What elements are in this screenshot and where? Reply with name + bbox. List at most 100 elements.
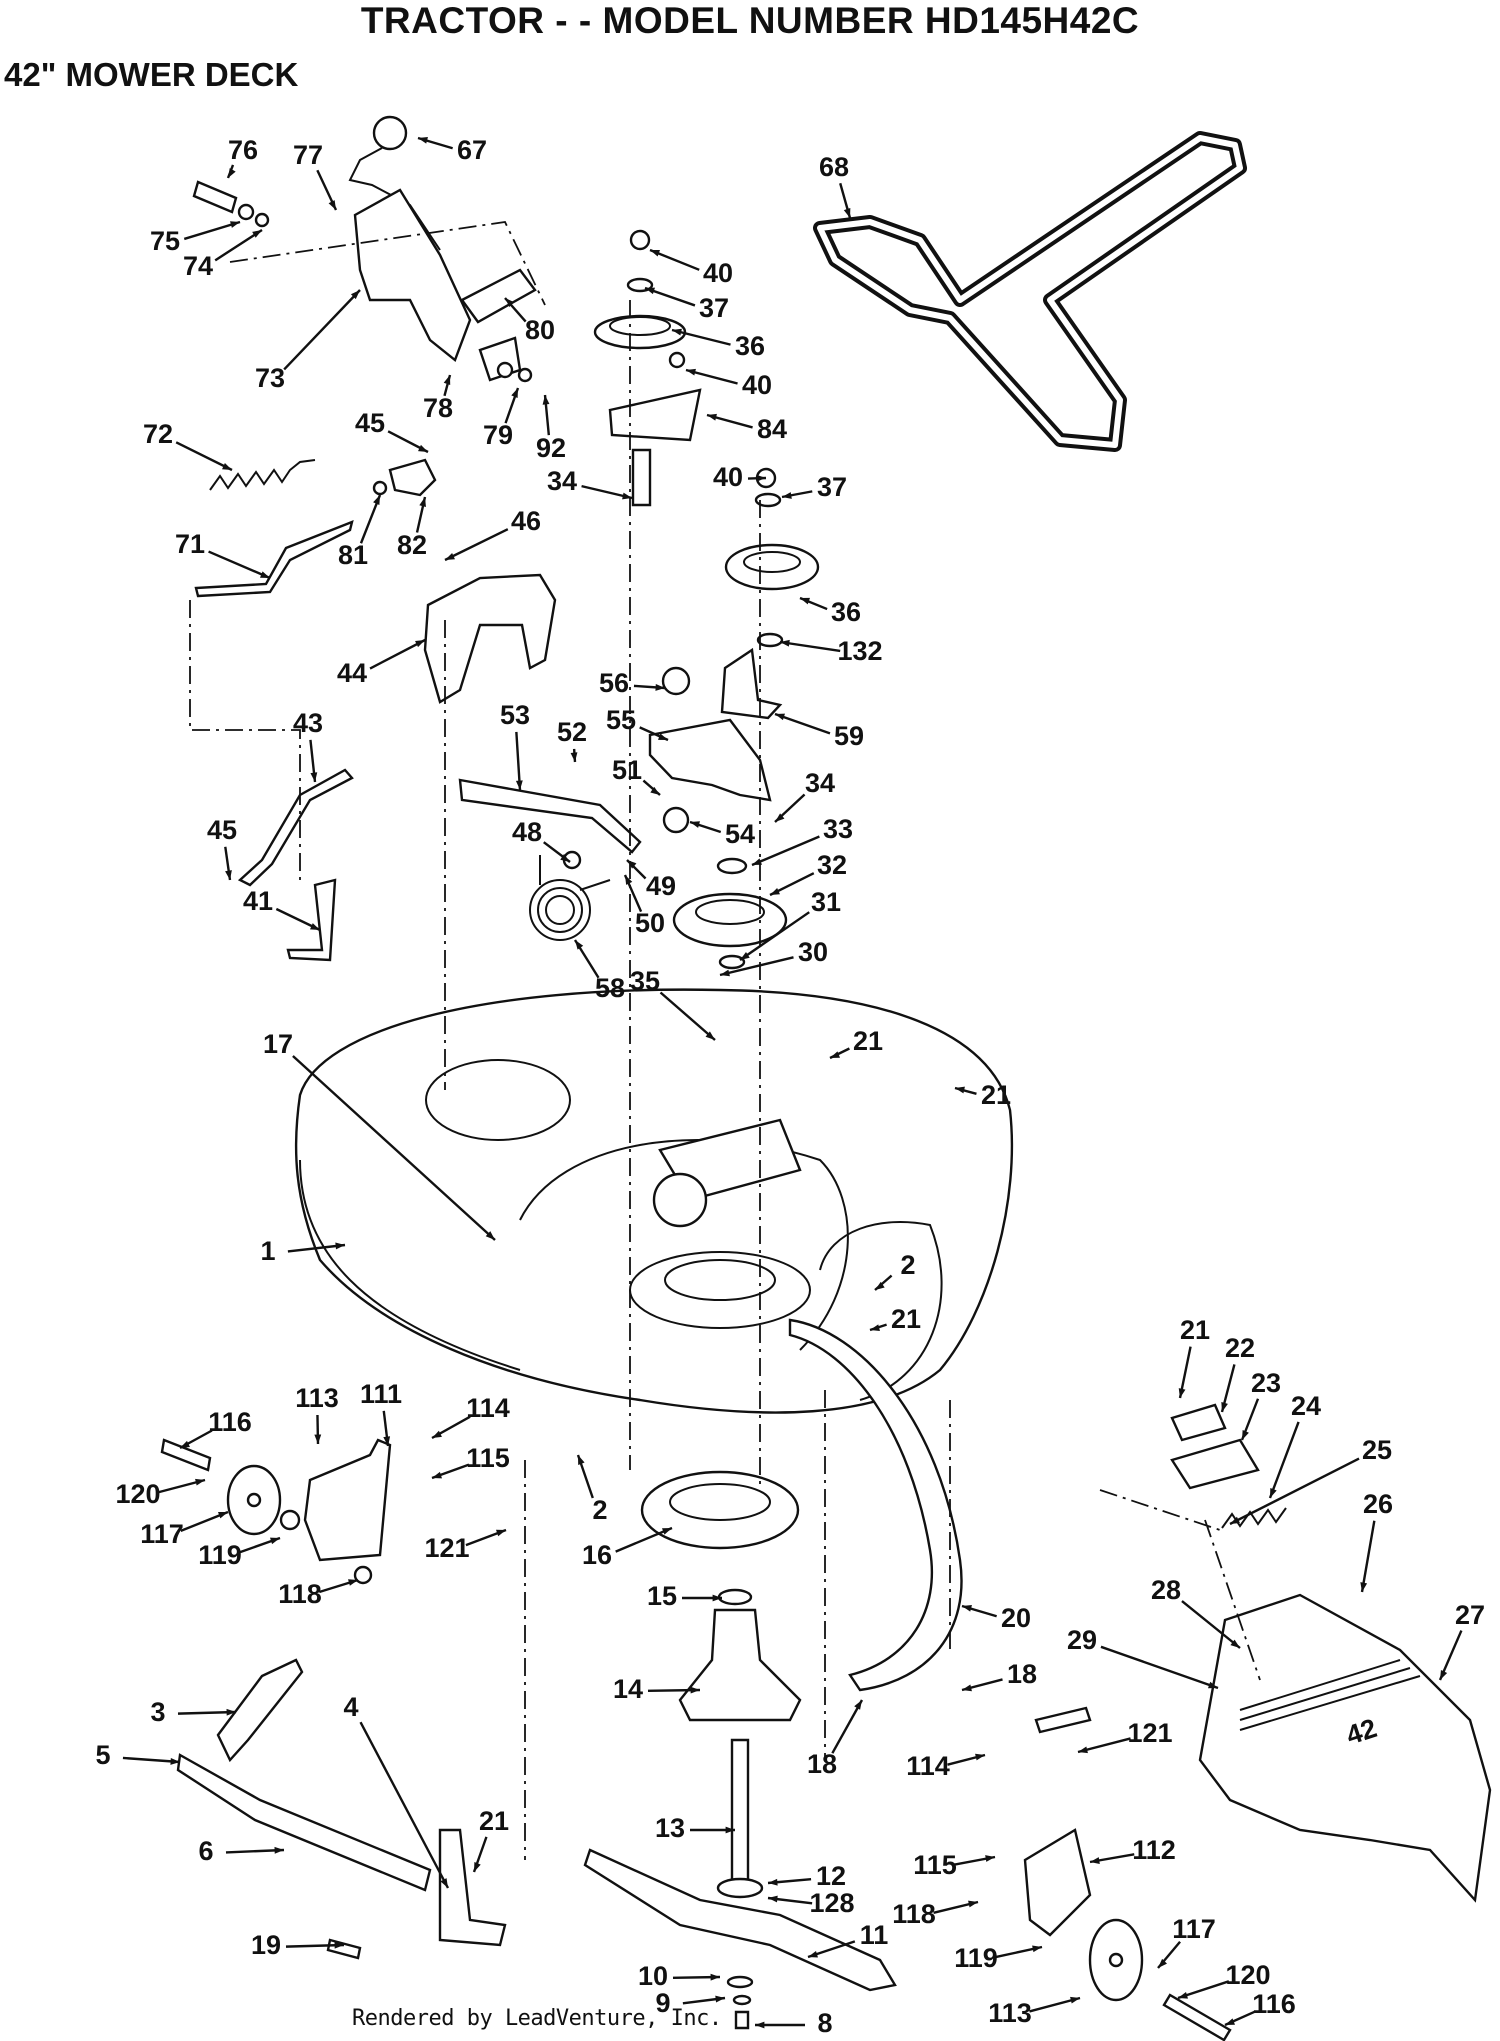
callout-118: 118 — [892, 1899, 936, 1929]
leader-arrow-118 — [968, 1900, 978, 1908]
leader-arrow-40 — [650, 250, 660, 257]
callout-14: 14 — [613, 1674, 643, 1704]
callout-49: 49 — [646, 871, 676, 901]
leader-arrow-32 — [770, 888, 780, 895]
callout-79: 79 — [483, 420, 513, 450]
callout-50: 50 — [635, 908, 665, 938]
leader-arrow-48 — [560, 854, 570, 862]
leader-arrow-115 — [985, 1855, 995, 1862]
leader-arrow-33 — [752, 858, 762, 865]
leader-arrow-31 — [740, 952, 750, 960]
callout-41: 41 — [243, 886, 273, 916]
callout-116: 116 — [208, 1407, 252, 1437]
pulley-36-lower — [724, 467, 820, 648]
leader-arrow-28 — [1230, 1639, 1240, 1648]
leader-arrow-21 — [474, 1862, 481, 1872]
callout-2: 2 — [900, 1250, 915, 1280]
callout-25: 25 — [1362, 1435, 1392, 1465]
callout-29: 29 — [1067, 1625, 1097, 1655]
leader-arrow-27 — [1440, 1670, 1448, 1680]
callout-56: 56 — [599, 668, 629, 698]
leader-arrow-18 — [854, 1700, 862, 1710]
callout-11: 11 — [860, 1920, 889, 1950]
leader-line-31 — [739, 911, 810, 961]
leader-arrow-3 — [226, 1708, 236, 1716]
leader-arrow-18 — [962, 1684, 972, 1692]
leader-arrow-50 — [625, 875, 633, 885]
leader-arrow-68 — [843, 208, 851, 218]
leader-arrow-132 — [780, 639, 790, 647]
hinge-bracket-22-23 — [1170, 1403, 1260, 1490]
callout-21: 21 — [891, 1304, 921, 1334]
discharge-chute-27: 42 — [1198, 1593, 1492, 1903]
leader-arrow-1 — [335, 1242, 345, 1250]
leader-line-30 — [719, 956, 794, 977]
leader-arrow-111 — [383, 1436, 391, 1446]
leader-arrow-9 — [715, 1995, 725, 2003]
spring-25 — [1221, 1507, 1287, 1529]
leader-line-1 — [287, 1243, 346, 1253]
leader-arrow-19 — [334, 1941, 344, 1949]
leader-arrow-78 — [443, 375, 451, 385]
leader-arrow-59 — [775, 713, 785, 721]
callout-51: 51 — [612, 755, 642, 785]
leader-line-16 — [615, 1526, 673, 1553]
leader-arrow-43 — [310, 772, 318, 782]
leader-arrow-34 — [775, 813, 785, 822]
callout-114: 114 — [906, 1751, 950, 1781]
leader-arrow-53 — [515, 780, 523, 790]
leader-arrow-114 — [975, 1753, 985, 1761]
callout-36: 36 — [735, 331, 765, 361]
leader-arrow-36 — [672, 328, 682, 336]
leader-arrow-4 — [440, 1878, 448, 1888]
callout-15: 15 — [647, 1581, 677, 1611]
callout-45: 45 — [207, 815, 237, 845]
leader-line-5 — [122, 1756, 181, 1764]
callout-34: 34 — [805, 768, 835, 798]
leader-line-33 — [751, 835, 820, 867]
leader-arrow-30 — [720, 969, 730, 977]
footer-credit: Rendered by LeadVenture, Inc. — [352, 2006, 722, 2031]
leader-arrow-37 — [645, 287, 655, 295]
callout-4: 4 — [343, 1692, 358, 1722]
leader-arrow-6 — [274, 1846, 284, 1854]
callout-40: 40 — [703, 258, 733, 288]
bracket-82 — [372, 458, 437, 497]
leader-line-36 — [671, 328, 731, 346]
leader-line-46 — [444, 528, 509, 562]
callout-113: 113 — [295, 1383, 339, 1413]
leader-arrow-58 — [575, 940, 584, 950]
callout-21: 21 — [1180, 1315, 1210, 1345]
callout-9: 9 — [655, 1988, 670, 2018]
leader-line-132 — [779, 640, 841, 653]
leader-line-25 — [1229, 1457, 1360, 1526]
leader-arrow-113 — [314, 1434, 322, 1444]
mower-deck-1 — [294, 988, 1014, 1414]
leader-line-17 — [292, 1055, 496, 1241]
callout-36: 36 — [831, 597, 861, 627]
idler-arm-55 — [648, 666, 772, 834]
leader-arrow-116 — [1225, 2018, 1235, 2025]
callout-32: 32 — [817, 850, 847, 880]
callout-120: 120 — [1225, 1960, 1270, 1990]
callout-26: 26 — [1363, 1489, 1393, 1519]
leader-line-19 — [285, 1943, 345, 1948]
callout-58: 58 — [595, 973, 625, 1003]
leader-arrow-113 — [1070, 1996, 1080, 2004]
callout-27: 27 — [1455, 1600, 1485, 1630]
gauge-wheel-left — [160, 1438, 392, 1585]
leader-line-59 — [774, 712, 831, 735]
leader-arrow-11 — [808, 1950, 818, 1958]
leader-arrow-128 — [768, 1895, 778, 1903]
leader-arrow-75 — [230, 221, 240, 228]
callout-30: 30 — [798, 937, 828, 967]
callout-19: 19 — [251, 1930, 281, 1960]
belt-cover-44 — [423, 573, 557, 704]
leader-line-4 — [359, 1721, 450, 1889]
spring-72 — [209, 459, 316, 491]
idler-bracket-53 — [458, 778, 642, 870]
leader-line-6 — [225, 1848, 285, 1854]
diagram-title: TRACTOR - - MODEL NUMBER HD145H42C — [360, 0, 1140, 41]
callout-121: 121 — [424, 1533, 469, 1563]
